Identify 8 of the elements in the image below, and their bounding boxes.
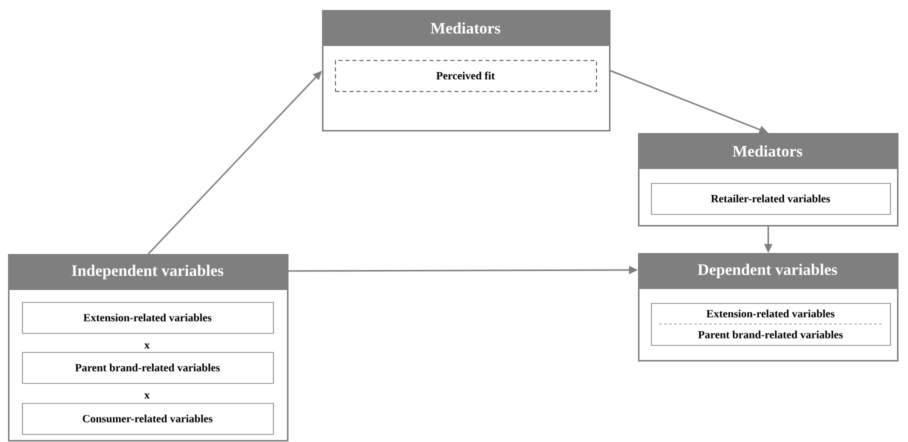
variable-box: Consumer-related variables xyxy=(22,403,274,435)
variable-box: Parent brand-related variables xyxy=(22,352,274,384)
multiply-sign: x xyxy=(144,393,150,399)
multiply-sign: x xyxy=(144,343,150,349)
variable-box: Extension-related variables xyxy=(22,302,274,334)
variable-box: Extension-related variables Parent brand-related variables xyxy=(651,303,891,346)
variable-box: Retailer-related variables xyxy=(651,183,891,215)
variable-box: Perceived fit xyxy=(335,60,597,92)
